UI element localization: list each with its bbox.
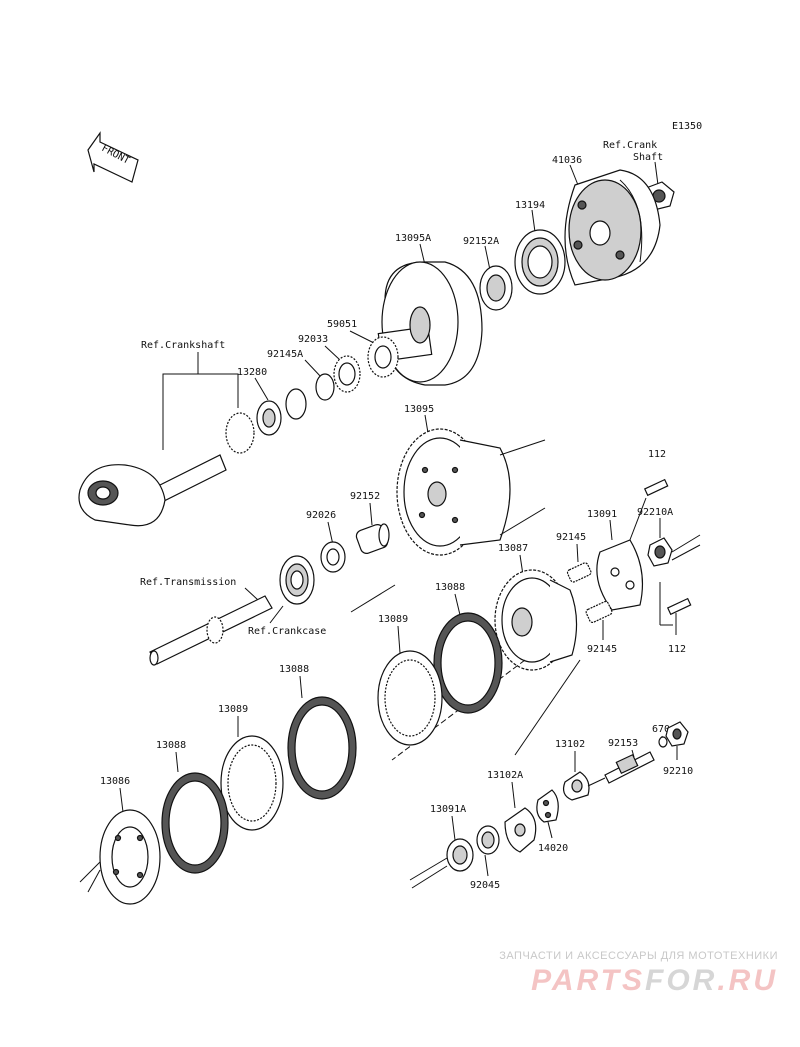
part-41036: [564, 169, 661, 286]
label-92026: 92026: [306, 510, 336, 521]
label-92210: 92210: [663, 766, 693, 777]
spring-92145-top: [566, 562, 592, 583]
label-13089-a: 13089: [378, 614, 408, 625]
label-13095: 13095: [404, 404, 434, 415]
label-92152A: 92152A: [463, 236, 499, 247]
pressure-plate-13086: [79, 809, 161, 905]
label-13087: 13087: [498, 543, 528, 554]
ref-transmission: Ref.Transmission: [140, 577, 236, 588]
label-13280: 13280: [237, 367, 267, 378]
label-13194: 13194: [515, 200, 545, 211]
label-670: 670: [652, 724, 670, 735]
ref-crankshaft: Ref.Crankshaft: [141, 340, 225, 351]
label-13089-b: 13089: [218, 704, 248, 715]
label-92210A: 92210A: [637, 507, 673, 518]
front-arrow: FRONT: [87, 131, 139, 183]
label-92145-bottom: 92145: [587, 644, 617, 655]
label-13091: 13091: [587, 509, 617, 520]
part-92152: [355, 523, 390, 554]
part-13102: [562, 771, 606, 801]
part-59051: [367, 336, 399, 378]
watermark-logo-a: PARTS: [531, 964, 645, 997]
ref-crank-shaft-line1: Ref.Crank: [603, 140, 657, 151]
part-670: [658, 736, 668, 748]
part-92210A: [647, 534, 701, 567]
watermark-logo: PARTSFOR.RU: [478, 964, 778, 998]
part-92152A: [479, 265, 513, 311]
steel-plate-13089-b: [220, 735, 284, 831]
part-92145A: [315, 373, 335, 401]
label-41036: 41036: [552, 155, 582, 166]
part-92026: [320, 541, 346, 573]
friction-plate-13088-c: [161, 772, 229, 874]
label-13102: 13102: [555, 739, 585, 750]
friction-plate-13088-b: [287, 696, 357, 800]
label-13088-c: 13088: [156, 740, 186, 751]
label-92152: 92152: [350, 491, 380, 502]
label-112-bottom: 112: [668, 644, 686, 655]
part-92045: [476, 825, 500, 855]
watermark: ЗАПЧАСТИ И АКСЕССУАРЫ ДЛЯ МОТОТЕХНИКИ PA…: [478, 950, 778, 998]
part-13087: [494, 569, 578, 671]
label-13095A: 13095A: [395, 233, 431, 244]
part-92153: [604, 751, 655, 784]
label-92033: 92033: [298, 334, 328, 345]
watermark-tagline: ЗАПЧАСТИ И АКСЕССУАРЫ ДЛЯ МОТОТЕХНИКИ: [499, 950, 778, 962]
ref-crankcase: Ref.Crankcase: [248, 626, 326, 637]
part-13091A: [409, 838, 474, 889]
part-92210: [665, 721, 689, 747]
friction-plate-13088-a: [433, 612, 503, 714]
label-13102A: 13102A: [487, 770, 523, 781]
watermark-logo-b: FOR: [645, 964, 718, 997]
label-13086: 13086: [100, 776, 130, 787]
bolt-112-top: [643, 478, 669, 497]
transmission-bearing: [279, 555, 315, 605]
label-13088-b: 13088: [279, 664, 309, 675]
bolt-112-bottom: [666, 597, 692, 616]
ref-crank-shaft-line2: Shaft: [633, 152, 663, 163]
label-92145-top: 92145: [556, 532, 586, 543]
spring-92145-bottom: [585, 600, 613, 624]
label-92153: 92153: [608, 738, 638, 749]
part-13194: [514, 229, 566, 295]
label-13091A: 13091A: [430, 804, 466, 815]
part-13280: [256, 400, 282, 436]
part-14020: [536, 789, 559, 823]
label-92045: 92045: [470, 880, 500, 891]
diagram-code: E1350: [672, 121, 702, 132]
part-92033: [333, 355, 361, 393]
label-14020: 14020: [538, 843, 568, 854]
label-13088-a: 13088: [435, 582, 465, 593]
label-92145A: 92145A: [267, 349, 303, 360]
part-13095: [396, 428, 546, 556]
steel-plate-13089-a: [377, 650, 443, 746]
label-59051: 59051: [327, 319, 357, 330]
crankshaft: [78, 412, 255, 527]
part-13091: [596, 539, 644, 611]
transmission-shaft: [149, 595, 273, 666]
watermark-logo-c: .RU: [717, 964, 778, 997]
label-112-top: 112: [648, 449, 666, 460]
part-13102A: [504, 807, 537, 853]
